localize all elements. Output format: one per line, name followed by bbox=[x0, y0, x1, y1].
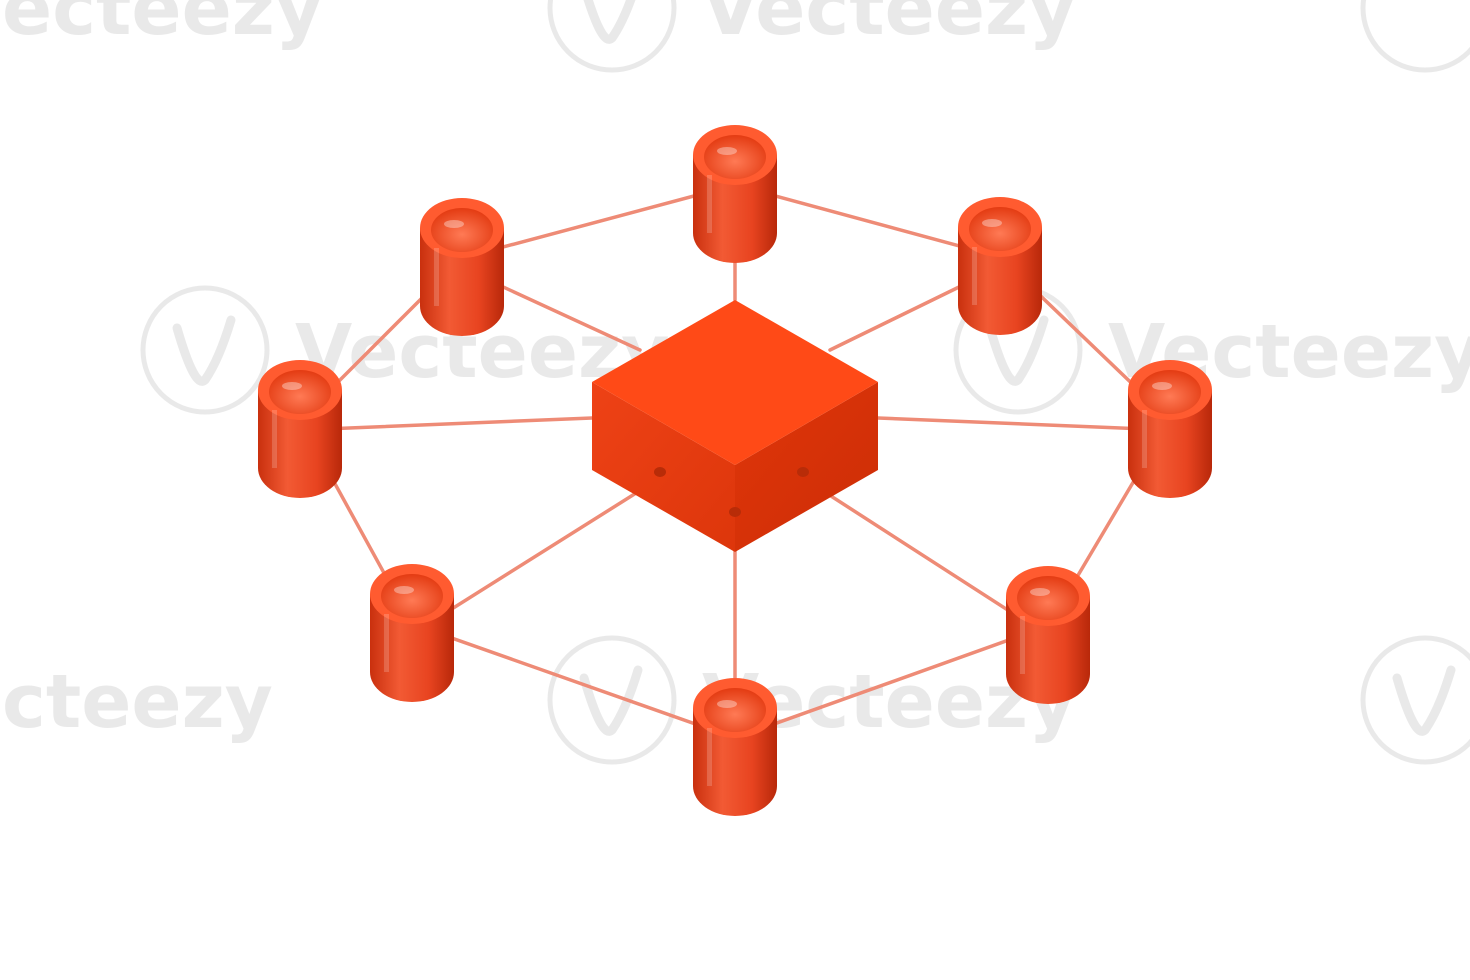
node-sheen bbox=[707, 175, 712, 233]
cylinder-node-icon bbox=[958, 197, 1042, 335]
hub-port bbox=[654, 467, 666, 477]
vecteezy-logo-icon bbox=[1360, 635, 1470, 765]
spoke-link bbox=[876, 416, 1172, 432]
ring-link bbox=[460, 183, 737, 260]
node-sheen bbox=[272, 410, 277, 468]
cylinder-node-icon bbox=[258, 360, 342, 498]
node-body bbox=[958, 227, 1042, 335]
node-highlight bbox=[717, 147, 737, 155]
ring-link bbox=[410, 622, 737, 740]
node-sheen bbox=[1142, 410, 1147, 468]
node-highlight bbox=[394, 586, 414, 594]
hub-top-face bbox=[592, 300, 878, 465]
node-hole bbox=[269, 370, 331, 414]
cylinder-node-icon bbox=[1006, 566, 1090, 704]
spoke-link bbox=[298, 416, 594, 432]
node-highlight bbox=[717, 700, 737, 708]
watermark-text-clipped: ecteezy bbox=[2, 0, 323, 52]
node-sheen bbox=[1020, 616, 1025, 674]
node-sheen bbox=[384, 614, 389, 672]
node-body bbox=[693, 708, 777, 816]
cylinder-nodes bbox=[258, 125, 1212, 816]
node-highlight bbox=[1030, 588, 1050, 596]
node-highlight bbox=[982, 219, 1002, 227]
node-sheen bbox=[434, 248, 439, 306]
node-body bbox=[370, 594, 454, 702]
node-body bbox=[1006, 596, 1090, 704]
watermark-text-clipped: cteezy bbox=[2, 659, 273, 745]
node-hole bbox=[381, 574, 443, 618]
ring-link bbox=[733, 624, 1050, 740]
cylinder-node-icon bbox=[420, 198, 504, 336]
node-sheen bbox=[707, 728, 712, 786]
node-body bbox=[420, 228, 504, 336]
node-hole bbox=[704, 688, 766, 732]
node-hole bbox=[431, 208, 493, 252]
node-body bbox=[1128, 390, 1212, 498]
node-sheen bbox=[972, 247, 977, 305]
hub-left-face bbox=[592, 382, 735, 552]
hub-right-face bbox=[735, 382, 878, 552]
cylinder-node-icon bbox=[1128, 360, 1212, 498]
hub-port bbox=[729, 507, 741, 517]
ring-link bbox=[733, 183, 1002, 259]
hub-port bbox=[797, 467, 809, 477]
node-hole bbox=[969, 207, 1031, 251]
node-hole bbox=[704, 135, 766, 179]
node-body bbox=[258, 390, 342, 498]
watermark-text: Vecteezy bbox=[702, 0, 1076, 52]
node-highlight bbox=[444, 220, 464, 228]
node-highlight bbox=[1152, 382, 1172, 390]
vecteezy-logo-icon bbox=[1360, 0, 1470, 73]
cylinder-node-icon bbox=[370, 564, 454, 702]
vecteezy-logo-icon bbox=[140, 285, 270, 415]
vecteezy-logo-icon bbox=[547, 635, 677, 765]
node-hole bbox=[1139, 370, 1201, 414]
node-highlight bbox=[282, 382, 302, 390]
node-body bbox=[693, 155, 777, 263]
cylinder-node-icon bbox=[693, 125, 777, 263]
cube-hub bbox=[592, 300, 878, 552]
cylinder-node-icon bbox=[693, 678, 777, 816]
vecteezy-logo-icon bbox=[547, 0, 677, 73]
node-hole bbox=[1017, 576, 1079, 620]
